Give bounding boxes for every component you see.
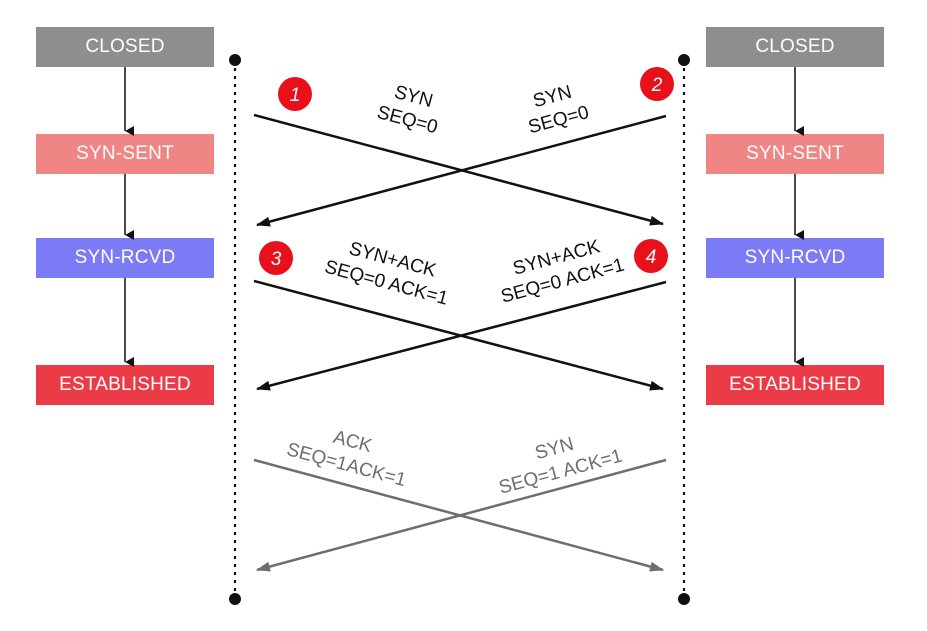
client-state-syn-rcvd: SYN-RCVD <box>36 238 214 278</box>
message-label-3: SYN+ACK SEQ=0 ACK=1 <box>322 238 450 309</box>
message-arrow-6 <box>256 458 667 572</box>
client-timeline <box>229 54 241 605</box>
message-arrow-2 <box>256 114 667 227</box>
message-arrow-4 <box>256 280 667 391</box>
client-state-established: ESTABLISHED <box>36 365 214 405</box>
message-label-4: SYN+ACK SEQ=0 ACK=1 <box>499 236 627 308</box>
server-state-syn-sent: SYN-SENT <box>706 134 884 174</box>
message-label-5: ACK SEQ=1ACK=1 <box>284 427 408 491</box>
step-badge-3: 3 <box>259 241 293 275</box>
step-badge-2: 2 <box>640 67 674 101</box>
server-state-closed: CLOSED <box>706 27 884 67</box>
server-state-syn-rcvd: SYN-RCVD <box>706 238 884 278</box>
message-arrow-1 <box>253 113 664 226</box>
client-state-syn-sent: SYN-SENT <box>36 134 214 174</box>
client-state-closed: CLOSED <box>36 27 214 67</box>
server-timeline <box>678 54 690 605</box>
message-label-1: SYN SEQ=0 <box>375 82 440 139</box>
message-label-2: SYN SEQ=0 <box>526 82 591 139</box>
svg-text:2: 2 <box>651 75 663 96</box>
svg-text:4: 4 <box>646 247 657 268</box>
step-badge-4: 4 <box>634 239 668 273</box>
svg-text:1: 1 <box>290 85 301 106</box>
svg-text:3: 3 <box>271 249 282 270</box>
message-label-6: SYN SEQ=1 ACK=1 <box>497 434 625 499</box>
step-badge-1: 1 <box>278 77 312 111</box>
server-state-established: ESTABLISHED <box>706 365 884 405</box>
